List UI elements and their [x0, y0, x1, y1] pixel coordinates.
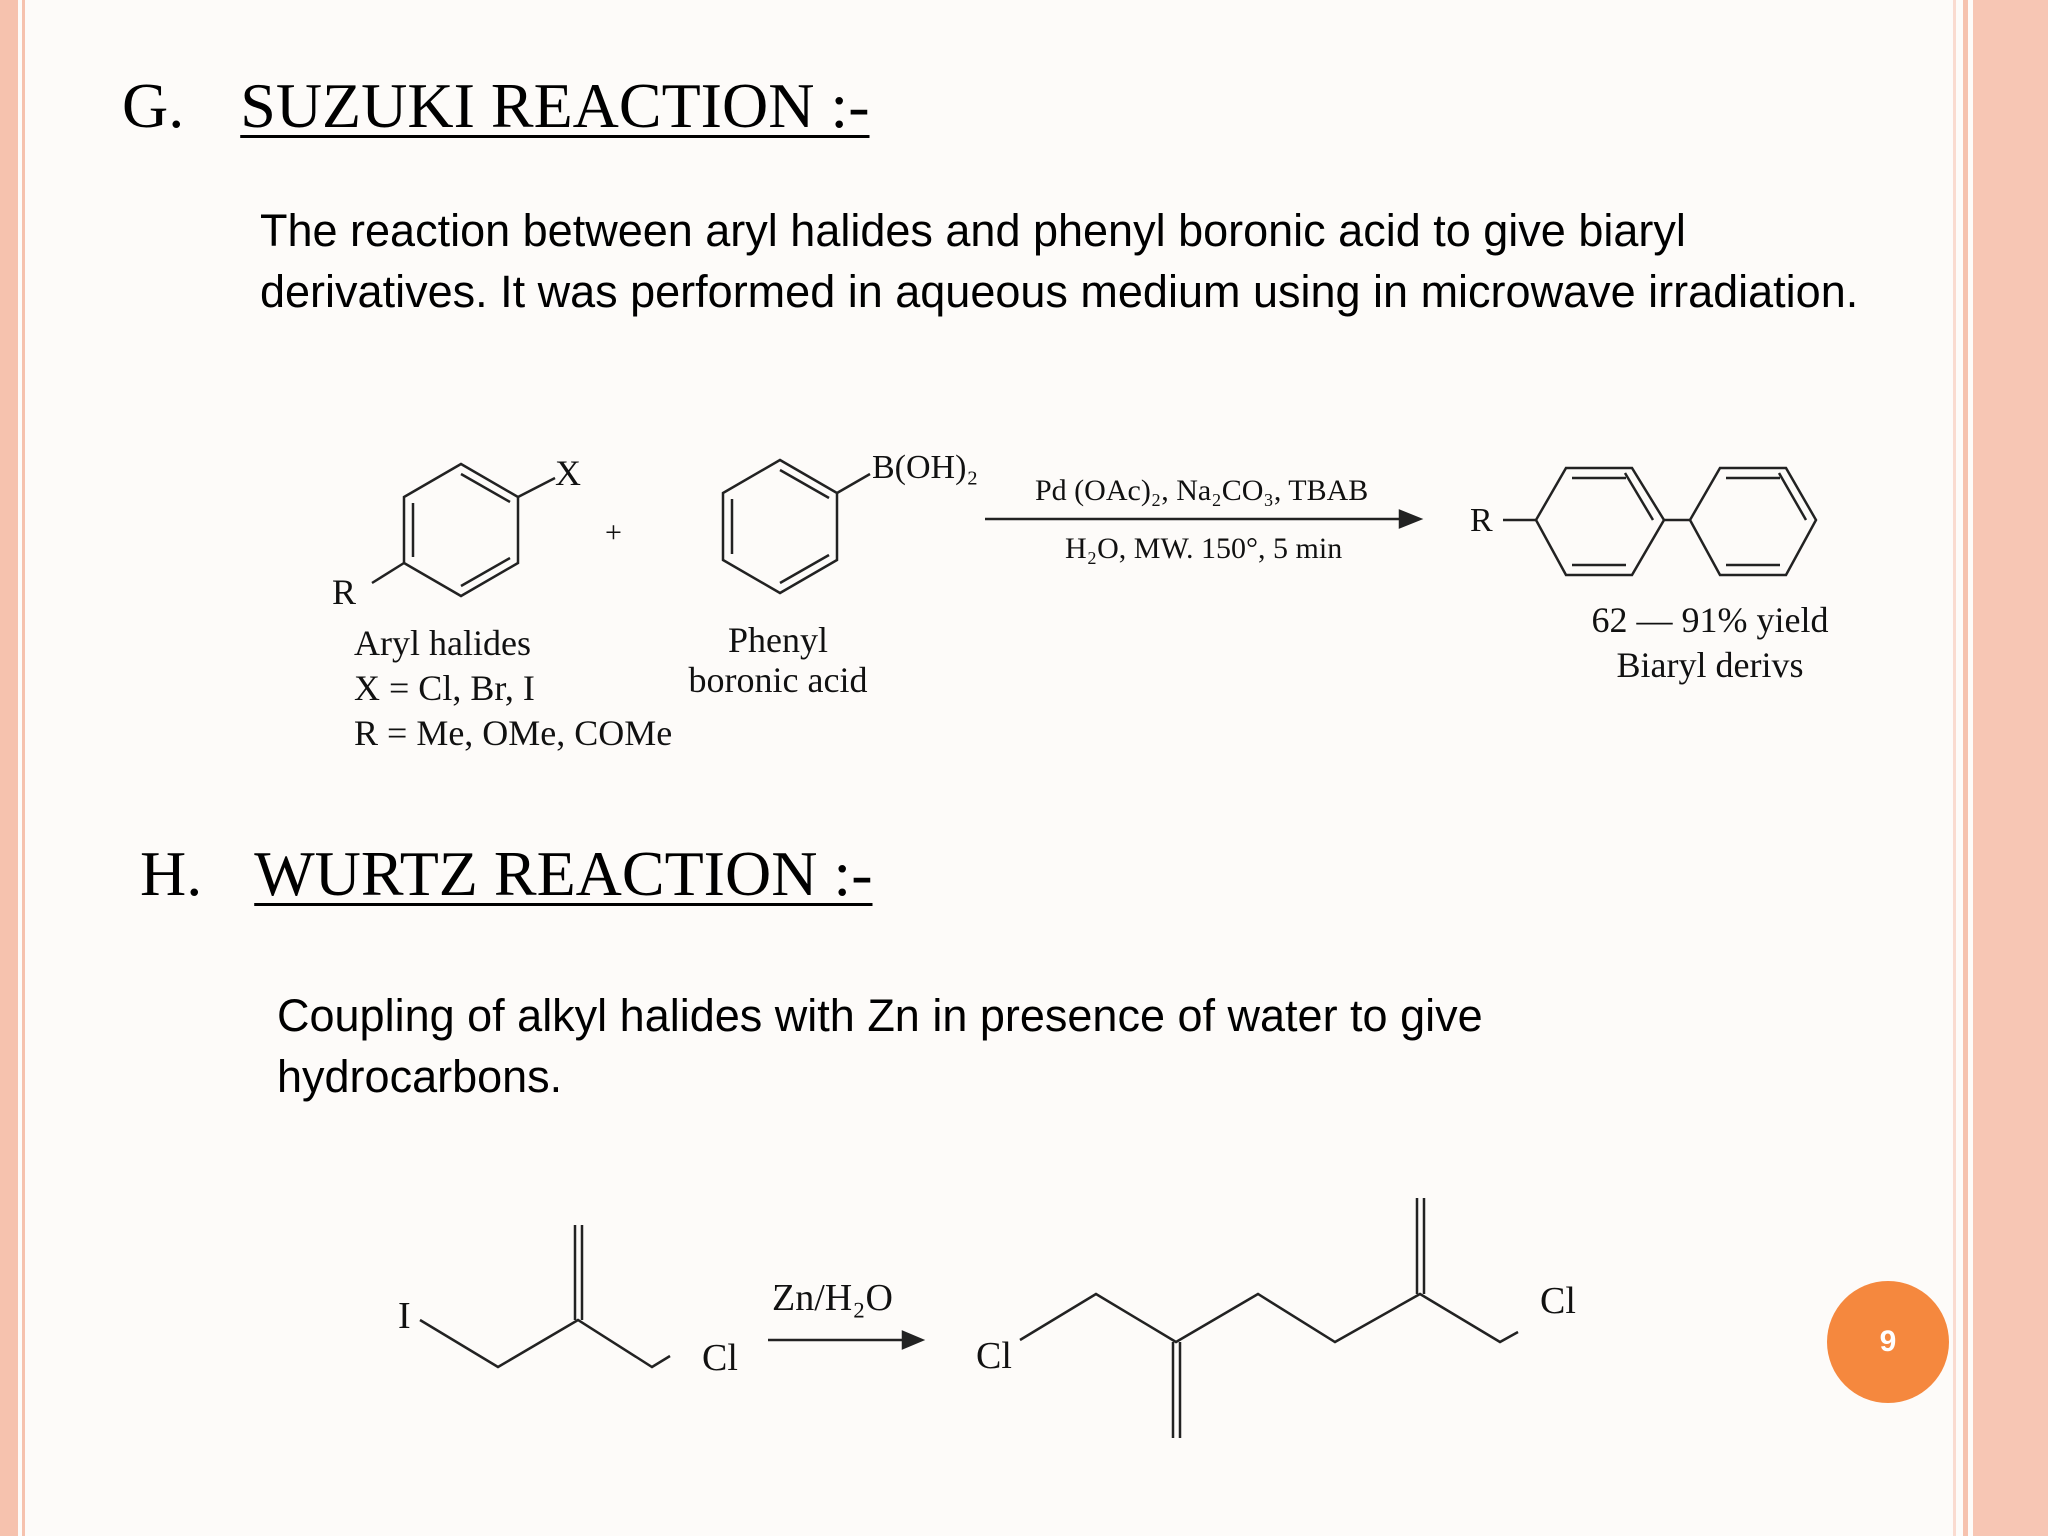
suzuki-description: The reaction between aryl halides and ph…	[260, 205, 1859, 317]
boronic-name-line1: Phenyl	[728, 620, 828, 660]
wurtz-heading: H.WURTZ REACTION :-	[140, 842, 873, 906]
wurtz-arrow-head	[901, 1330, 926, 1350]
reaction-arrow-head	[1398, 509, 1424, 529]
aryl-x-values: X = Cl, Br, I	[354, 668, 535, 708]
right-border-thin-line	[1953, 0, 1956, 1536]
aryl-halide-ring	[371, 462, 556, 598]
right-border-band	[1973, 0, 2048, 1536]
wurtz-reaction-scheme: I Cl Zn/H₂O Cl Cl	[398, 1198, 1576, 1438]
aryl-x-label: X	[555, 453, 581, 493]
product-chloro-right: Cl	[1540, 1280, 1576, 1322]
wurtz-product	[1019, 1198, 1519, 1438]
wurtz-description: Coupling of alkyl halides with Zn in pre…	[277, 990, 1483, 1102]
conditions-top: Pd (OAc)₂, Na₂CO₃, TBAB	[1035, 474, 1368, 507]
product-r-label: R	[1470, 502, 1493, 539]
phenyl-boronic-acid-ring	[721, 458, 871, 595]
section-title: WURTZ REACTION :-	[254, 838, 873, 909]
conditions-bottom: H₂O, MW. 150°, 5 min	[1065, 532, 1342, 565]
product-name: Biaryl derivs	[1617, 645, 1804, 685]
left-border-line	[22, 0, 25, 1536]
reactant-chloro-label: Cl	[702, 1337, 738, 1379]
aryl-r-label: R	[332, 572, 356, 612]
boronic-name-line2: boronic acid	[689, 660, 868, 700]
suzuki-reaction-scheme: X R Aryl halides X = Cl, Br, I R = Me, O…	[332, 449, 1829, 753]
plus-sign: +	[605, 516, 622, 549]
aryl-r-values: R = Me, OMe, COMe	[354, 713, 672, 753]
wurtz-reactant	[419, 1225, 671, 1369]
aryl-halides-name: Aryl halides	[354, 623, 531, 663]
right-border-line	[1963, 0, 1968, 1536]
slide-number-badge: 9	[1827, 1281, 1949, 1403]
section-letter: H.	[140, 838, 203, 909]
boronic-group-label: B(OH)₂	[872, 449, 978, 486]
biaryl-product	[1503, 466, 1818, 577]
product-chloro-left: Cl	[976, 1335, 1012, 1377]
product-yield: 62 — 91% yield	[1592, 600, 1829, 640]
wurtz-reagent: Zn/H₂O	[772, 1277, 893, 1319]
section-title: SUZUKI REACTION :-	[240, 70, 870, 141]
suzuki-heading: G.SUZUKI REACTION :-	[122, 74, 870, 138]
left-border-band	[0, 0, 18, 1536]
section-letter: G.	[122, 70, 185, 141]
reactant-iodo-label: I	[398, 1295, 411, 1337]
